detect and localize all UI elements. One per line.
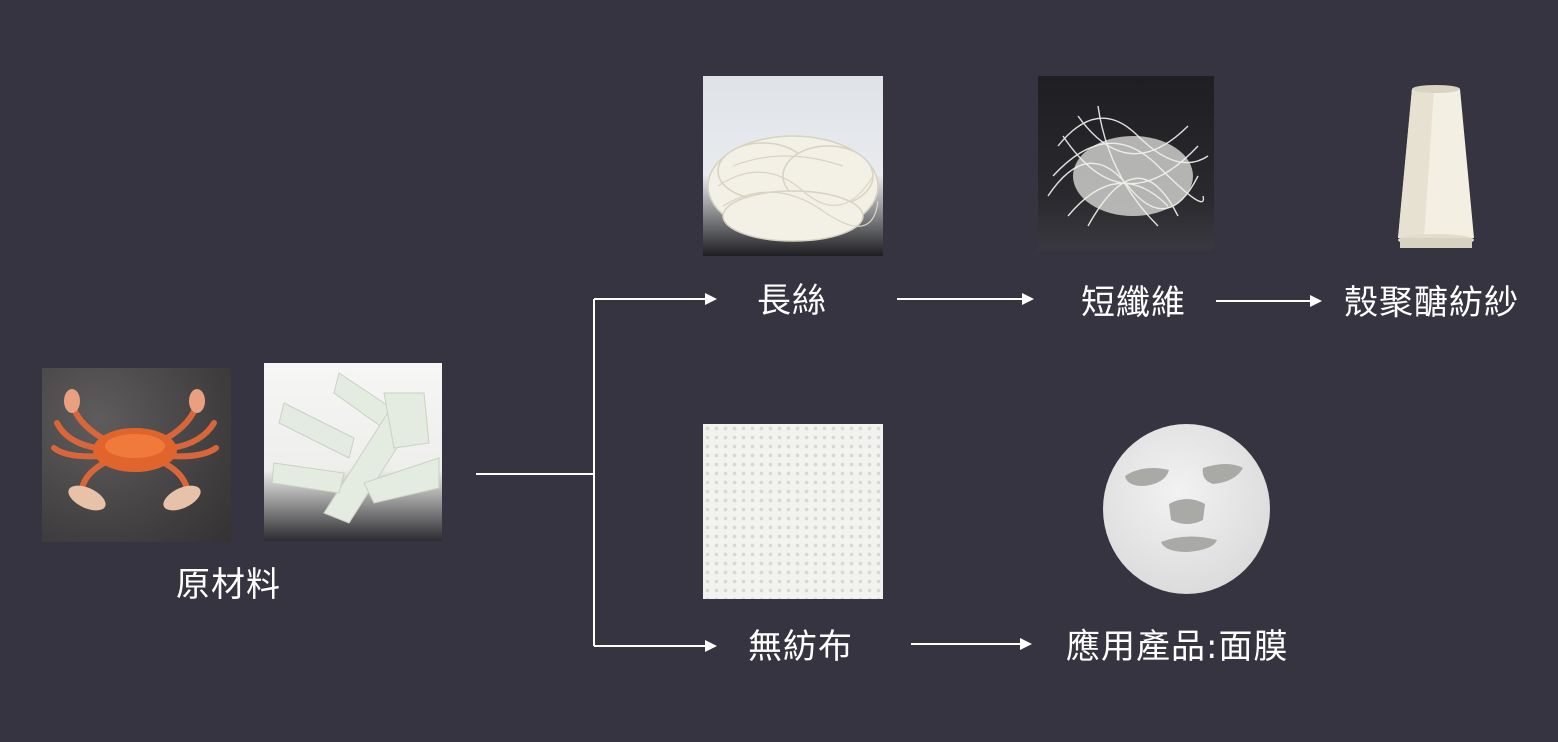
- label-staple-fiber: 短纖維: [1081, 283, 1186, 323]
- filament-photo: [703, 76, 883, 256]
- yarn-cone-photo: [1394, 83, 1478, 251]
- face-mask-photo: [1103, 424, 1270, 594]
- label-product: 應用產品:面膜: [1066, 627, 1289, 667]
- label-filament: 長絲: [757, 281, 827, 321]
- chitin-flakes-photo: [264, 363, 442, 541]
- staple-fiber-photo: [1038, 76, 1214, 250]
- label-raw-material: 原材料: [176, 565, 281, 605]
- label-nonwoven: 無紡布: [748, 627, 853, 667]
- nonwoven-fabric-photo: [703, 424, 883, 599]
- label-yarn: 殼聚醣紡紗: [1344, 283, 1519, 323]
- crab-photo: [42, 368, 231, 542]
- crab-icon: [51, 389, 219, 511]
